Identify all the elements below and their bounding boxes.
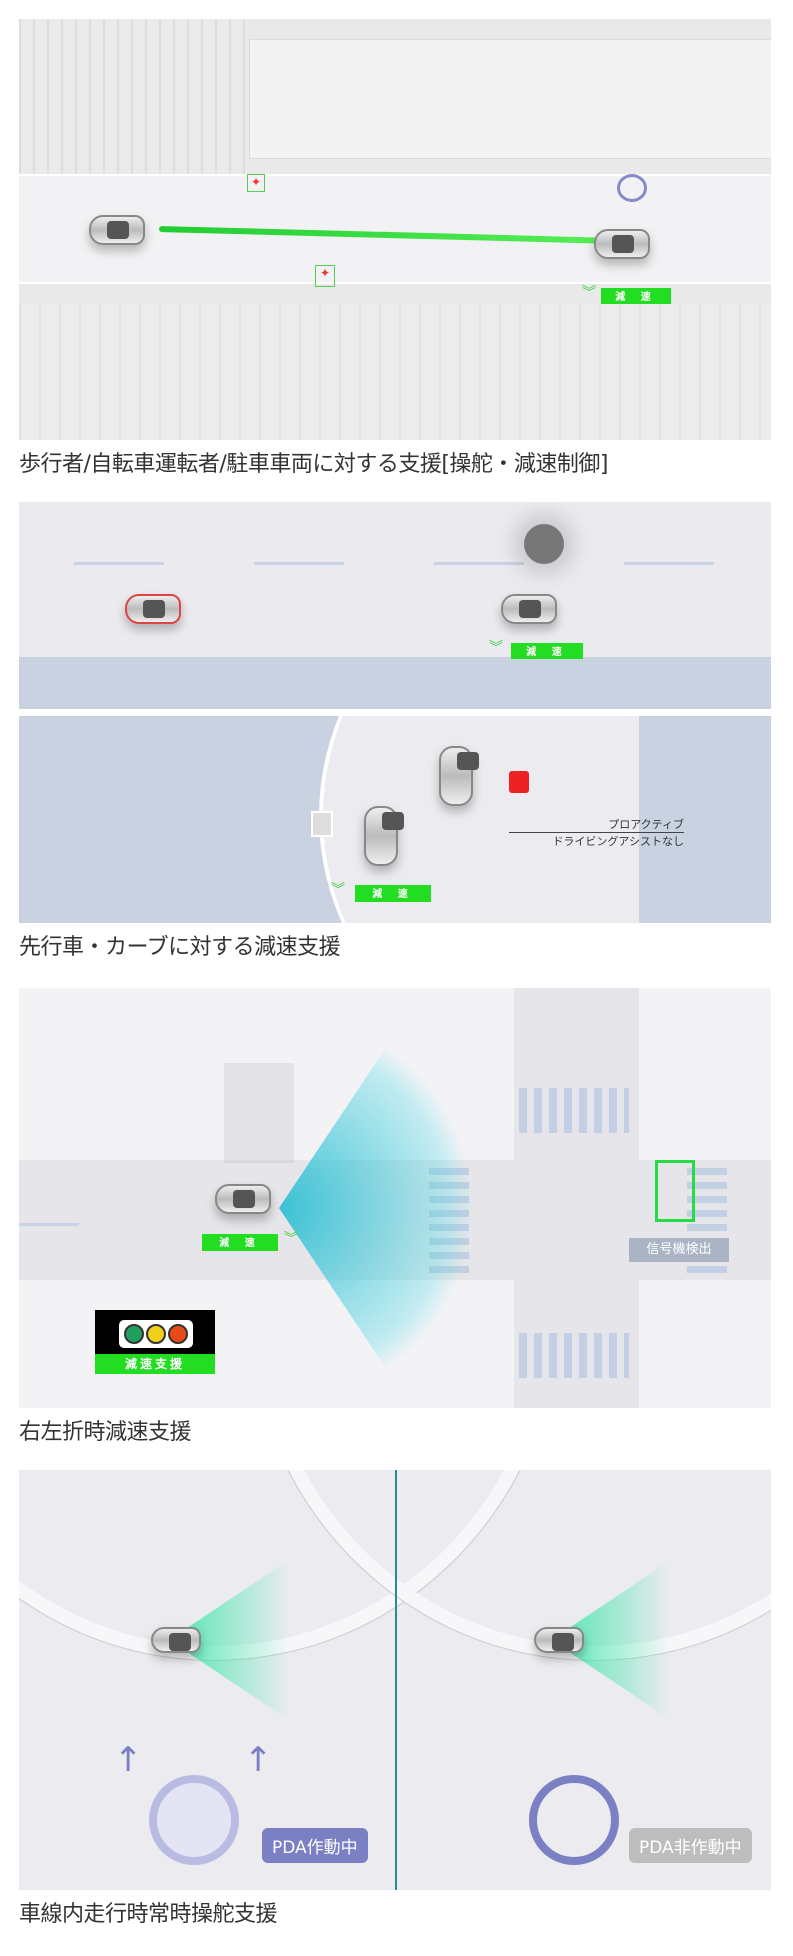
note-text: プロアクティブ ドライビングアシストなし <box>509 816 684 849</box>
decelerate-tag: 減 速 <box>511 643 583 659</box>
leading-car <box>125 594 181 624</box>
pda-inactive-badge: PDA非作動中 <box>629 1828 752 1863</box>
other-car <box>439 746 479 806</box>
decelerate-tag: 減 速 <box>601 288 671 304</box>
own-car <box>151 1627 201 1653</box>
intersection-illustration: 減 速 ︾ 信号機検出 減速支援 <box>19 988 771 1408</box>
decelerate-chevron-icon: ︾ <box>331 882 345 898</box>
pedestrian-support-illustration: ✦ ✦ ︾ 減 速 <box>19 19 771 440</box>
arrow-right-icon: ↑ <box>244 1740 273 1780</box>
decelerate-tag: 減 速 <box>355 885 431 902</box>
pda-active-badge: PDA作動中 <box>262 1828 368 1863</box>
decelerate-chevron-icon: ︾ <box>489 640 503 656</box>
pedal-red-icon <box>509 771 529 793</box>
own-car <box>534 1627 584 1653</box>
green-light-icon <box>124 1324 144 1344</box>
own-car <box>501 594 557 624</box>
caption-deceleration-support: 先行車・カーブに対する減速支援 <box>19 935 341 960</box>
own-car <box>215 1184 271 1214</box>
crosswalk <box>519 1088 629 1133</box>
sensor-beam <box>279 1043 479 1373</box>
caption-pedestrian-support: 歩行者/自転車運転者/駐車車両に対する支援[操舵・減速制御] <box>19 452 609 477</box>
own-car <box>364 806 404 866</box>
decelerate-chevron-icon: ︾ <box>582 285 596 301</box>
decelerate-chevron-icon: ︾ <box>284 1231 298 1247</box>
yellow-light-icon <box>146 1324 166 1344</box>
deceleration-support-label: 減速支援 <box>95 1354 215 1374</box>
note-line1: プロアクティブ <box>509 816 684 833</box>
arrow-left-icon: ↑ <box>114 1740 143 1780</box>
steering-icon <box>617 174 647 202</box>
crosswalk <box>519 1333 629 1378</box>
curve-illustration: プロアクティブ ドライビングアシストなし ︾ 減 速 <box>19 716 771 923</box>
pedestrian-icon: ✦ <box>247 174 265 192</box>
leading-car-illustration: ︾ 減 速 <box>19 502 771 709</box>
car-end <box>594 229 650 259</box>
steering-wheel-assist-icon <box>149 1775 239 1865</box>
lane-steering-illustration: ↑ ↑ PDA作動中 PDA非作動中 <box>19 1470 771 1890</box>
detected-signal-box <box>655 1160 695 1222</box>
brake-icon <box>524 524 564 564</box>
decelerate-tag: 減 速 <box>202 1234 278 1251</box>
accelerator-pedal-icon <box>311 811 333 837</box>
caption-turn-support: 右左折時減速支援 <box>19 1420 192 1445</box>
caption-lane-steering-support: 車線内走行時常時操舵支援 <box>19 1902 278 1927</box>
pedestrian-icon: ✦ <box>315 265 335 287</box>
note-line2: ドライビングアシストなし <box>552 835 684 848</box>
red-light-icon <box>168 1324 188 1344</box>
car-start <box>89 215 145 245</box>
pedal-icon <box>224 1063 294 1163</box>
signal-detected-label: 信号機検出 <box>629 1238 729 1262</box>
panel-divider <box>395 1470 397 1890</box>
steering-wheel-icon <box>529 1775 619 1865</box>
